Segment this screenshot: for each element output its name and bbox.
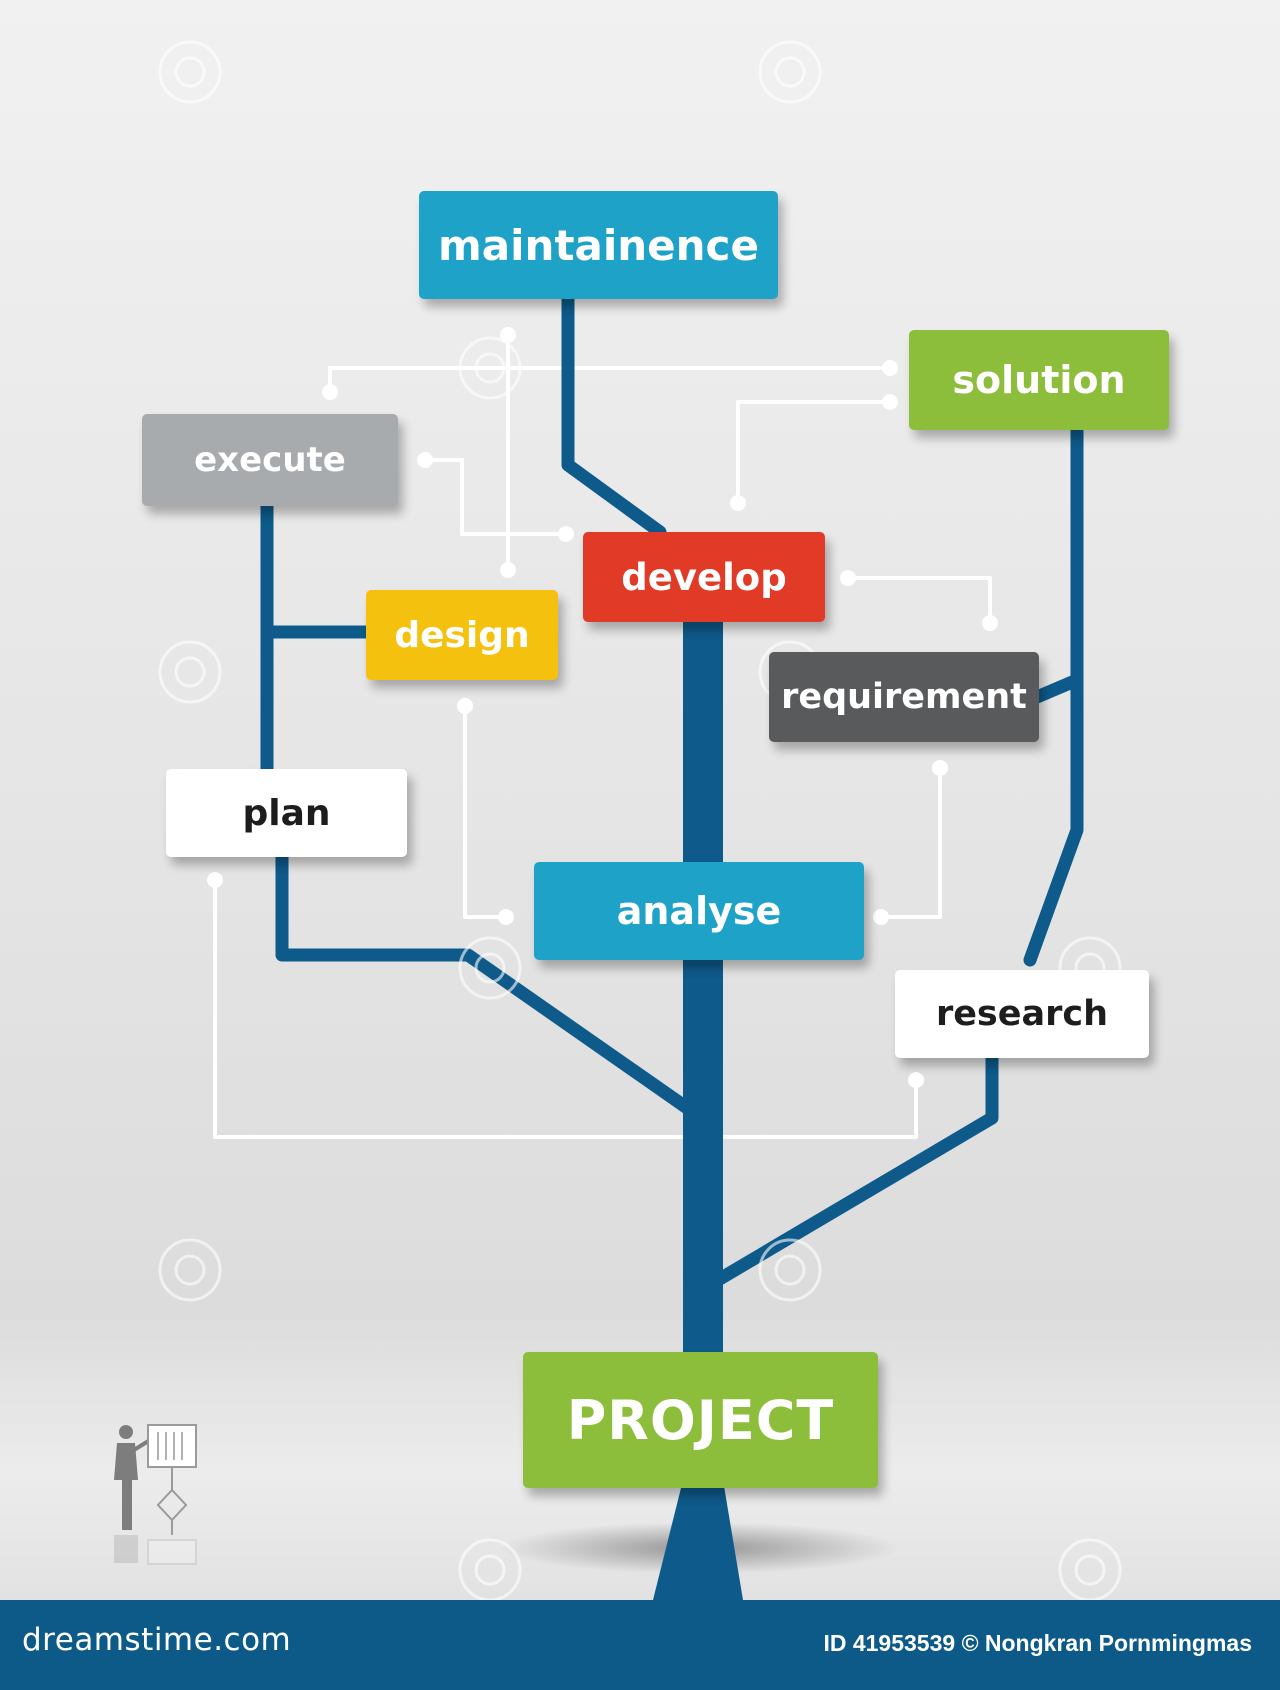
- branch-maintainence: [561, 293, 667, 539]
- trunk-base: [653, 1480, 743, 1600]
- connector-plan-research: [213, 880, 918, 1139]
- node-research: research: [895, 970, 1149, 1058]
- node-plan: plan: [166, 769, 407, 857]
- connector-lines: [213, 335, 992, 1139]
- node-develop: develop: [583, 532, 825, 622]
- connector-design-analyse: [463, 706, 506, 919]
- footer-credit: ID 41953539 © Nongkran Pornmingmas: [823, 1630, 1252, 1656]
- node-label: maintainence: [438, 220, 759, 270]
- node-label: plan: [242, 792, 331, 834]
- node-maintainence: maintainence: [419, 191, 778, 299]
- node-requirement: requirement: [769, 652, 1039, 742]
- node-label: execute: [194, 440, 346, 480]
- node-analyse: analyse: [534, 862, 864, 960]
- connector-execute-solution: [328, 366, 890, 392]
- node-label: analyse: [616, 889, 782, 933]
- presenter-icon: [114, 1424, 197, 1565]
- branch-plan: [275, 848, 697, 1117]
- branch-solution: [1023, 423, 1084, 967]
- node-label: design: [394, 614, 530, 656]
- project-tree-diagram: [114, 40, 1122, 1600]
- node-label: requirement: [781, 677, 1027, 717]
- branch-research: [711, 1048, 999, 1287]
- footer-bar: dreamstime.com ID 41953539 © Nongkran Po…: [0, 1600, 1280, 1690]
- node-project: PROJECT: [523, 1352, 878, 1488]
- node-label: solution: [952, 358, 1126, 402]
- connector-dots: [207, 327, 998, 1088]
- tree-branches: [260, 293, 1084, 1360]
- footer-brand: dreamstime.com: [22, 1622, 292, 1658]
- node-execute: execute: [142, 414, 398, 506]
- node-label: research: [935, 994, 1109, 1034]
- node-label: PROJECT: [566, 1388, 835, 1452]
- node-solution: solution: [909, 330, 1169, 430]
- connector-requirement-analyse: [881, 768, 942, 919]
- connector-solution-develop: [736, 400, 890, 503]
- node-label: develop: [621, 555, 787, 599]
- connector-execute-develop: [425, 458, 566, 536]
- connector-develop-requirement: [848, 576, 992, 623]
- node-design: design: [366, 590, 558, 680]
